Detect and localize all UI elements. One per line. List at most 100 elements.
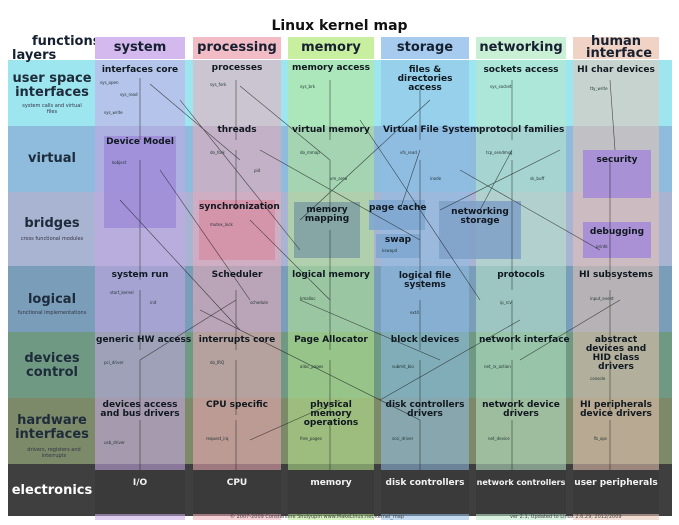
symbol-label: usb_driver [104,440,125,445]
synchronization-box [199,200,275,260]
box-virtual-file-system: Virtual File System [383,125,480,135]
symbol-label: vm_area [330,176,348,181]
column-header-storage-label: storage [396,40,454,55]
symbol-label: pci_driver [104,360,124,365]
symbol-label: do_mmap [300,150,320,155]
symbol-label: tcp_sendmsg [486,150,513,155]
column-header-storage: storage [381,37,469,59]
column-storage [381,60,469,520]
symbol-label: sys_fork [210,82,227,87]
layer-label-devices-control: devices control [24,351,80,380]
box-physical-memory-ops: physical memory operations [303,400,359,428]
layer-sub-hardware: drivers, registers and interrupts [27,447,81,459]
box-logical-memory: logical memory [292,270,370,280]
box-devices-access-bus: devices access and bus drivers [100,400,180,419]
electronics-cpu: CPU [193,470,281,514]
layer-label-logical: logical [27,292,77,307]
box-network-interface: network interface [479,335,570,345]
box-page-cache: page cache [369,203,427,213]
box-cpu-specific: CPU specific [206,400,268,410]
symbol-label: start_kernel [110,290,134,295]
symbol-label: console [590,376,606,381]
layer-sub-user-space: system calls and virtual files [22,103,82,115]
symbol-label: sys_socket [490,84,512,89]
symbol-label: kobject [112,160,127,165]
symbol-label: net_rx_action [484,364,511,369]
page-cache-box [369,200,425,230]
box-networking-storage: networking storage [451,207,509,226]
electronics-disk-controllers-label: disk controllers [385,478,465,488]
symbol-label: sys_write [104,110,123,115]
electronics-network-controllers: network controllers [476,470,566,514]
electronics-cpu-label: CPU [226,478,248,488]
symbol-label: sys_brk [300,84,316,89]
symbol-label: printk [596,244,608,249]
symbol-label: sys_open [100,80,119,85]
layer-sub-bridges: cross functional modules [20,236,84,242]
symbol-label: input_event [590,296,614,301]
box-block-devices: block devices [390,335,460,345]
column-header-human-interface-label: human interface [586,34,653,61]
box-interfaces-core: interfaces core [101,65,179,75]
symbol-label: alloc_pages [300,364,324,369]
symbol-label: mutex_lock [210,222,233,227]
electronics-memory-label: memory [310,478,352,488]
column-header-human-interface: human interface [573,34,659,61]
box-interrupts-core: interrupts core [198,335,276,345]
symbol-label: do_IRQ [210,360,225,365]
box-threads: threads [217,125,257,135]
symbol-label: do_fork [210,150,225,155]
symbol-label: ext4 [410,310,419,315]
symbol-label: fb_ops [594,436,608,441]
layer-label-hardware: hardware interfaces [15,413,89,442]
symbol-label: free_pages [300,436,322,441]
electronics-user-peripherals: user peripherals [573,470,659,514]
map-title: Linux kernel map [271,18,408,34]
column-header-memory-label: memory [301,40,361,55]
box-hi-char-devices: HI char devices [577,65,655,75]
footer-version: ver 2.1, Updated to Linux 2.6.29, 2012/2… [510,514,622,520]
box-disk-controllers-drivers: disk controllers drivers [385,400,465,419]
box-protocol-families: protocol families [479,125,565,135]
symbol-label: scsi_driver [392,436,414,441]
column-header-system-label: system [113,40,167,55]
layer-label-virtual: virtual [27,151,77,166]
networking-storage-box [439,201,521,259]
layer-label-bridges: bridges [24,216,80,231]
electronics-io: I/O [95,470,185,514]
box-memory-access: memory access [291,63,371,73]
box-hi-subsystems: HI subsystems [579,270,653,280]
column-header-processing: processing [193,37,281,59]
symbol-label: init [150,300,157,305]
symbol-label: submit_bio [392,364,414,369]
box-files-dirs-access: files & directories access [397,65,453,93]
box-device-model: Device Model [106,137,174,147]
column-header-networking: networking [476,37,566,59]
symbol-label: inode [430,176,442,181]
symbol-label: schedule [250,300,268,305]
symbol-label: request_irq [206,436,229,441]
memory-mapping-box [294,202,360,258]
layer-label-user-space: user space interfaces [12,71,92,100]
security-box [583,150,651,198]
column-human-interface [573,60,659,520]
box-swap: swap [384,235,412,245]
box-network-device-drivers: network device drivers [482,400,560,419]
electronics-disk-controllers: disk controllers [381,470,469,514]
column-header-networking-label: networking [479,40,563,55]
symbol-label: vfs_read [400,150,417,155]
electronics-memory: memory [288,470,374,514]
symbol-label: kmalloc [300,296,316,301]
box-scheduler: Scheduler [211,270,263,280]
symbol-label: ip_rcv [500,300,512,305]
swap-box [376,234,420,258]
box-hi-peripherals-drivers: HI peripherals device drivers [580,400,652,419]
symbol-label: sys_read [120,92,138,97]
electronics-user-peripherals-label: user peripherals [574,478,658,488]
box-sockets-access: sockets access [483,65,559,75]
box-memory-mapping: memory mapping [304,205,350,224]
symbol-label: tty_write [590,86,608,91]
box-generic-hw-access: generic HW access [96,335,192,345]
